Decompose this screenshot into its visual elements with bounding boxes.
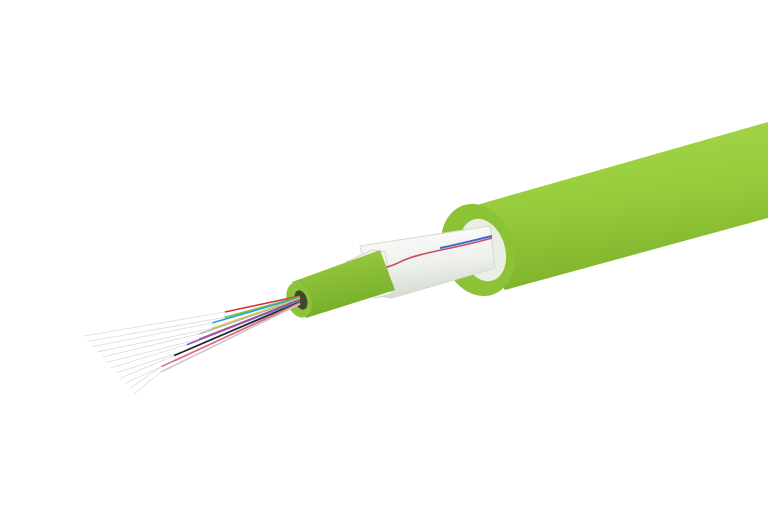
bare-fiber [97,327,212,353]
inner-tube-body [292,250,395,318]
colored-fiber [160,303,301,373]
colored-fiber [161,302,301,368]
bare-fiber [88,317,225,342]
colored-fiber [224,295,301,319]
bare-fiber [129,366,162,390]
colored-fiber [212,296,301,324]
bare-fiber [93,322,213,347]
bare-fiber [115,349,187,374]
colored-fiber [173,301,301,357]
bare-fiber [106,338,200,363]
jacket-body [452,122,768,290]
bare-fiber [133,371,162,395]
bare-fiber [111,344,187,369]
optical-fibers [83,295,301,395]
colored-fiber [224,295,301,313]
colored-fiber [199,298,301,335]
bare-fiber [83,311,226,337]
outer-jacket [440,122,768,297]
colored-fiber [186,299,301,346]
ripcord-blue [439,235,493,249]
bare-fiber [102,333,200,358]
bare-fiber [120,355,175,379]
inner-tube [286,250,395,318]
